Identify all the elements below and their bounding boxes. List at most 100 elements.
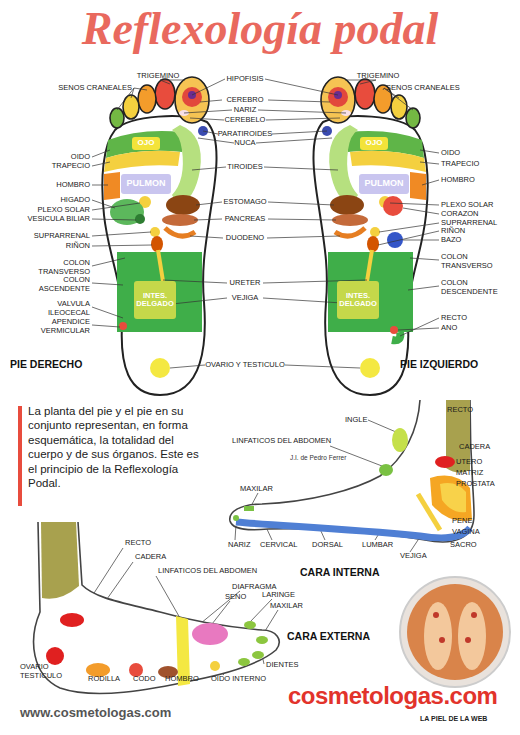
- page-title: Reflexología podal: [0, 2, 520, 55]
- leader-line: [212, 601, 230, 624]
- organ-label: VEJIGA: [190, 294, 300, 303]
- zone-box: INTES. DELGADO: [134, 281, 176, 319]
- leader-line: [92, 258, 125, 266]
- organ-label: MATRIZ: [456, 469, 483, 478]
- photo-badge: [400, 577, 510, 687]
- organ-label: OIDO: [71, 153, 90, 162]
- organ-label: RECTO: [447, 406, 473, 415]
- organ-label: SACRO: [450, 541, 477, 550]
- zone-box: OJO: [132, 137, 160, 150]
- organ-label: PENE: [452, 517, 472, 526]
- foot-outer-view: [192, 623, 228, 645]
- zone-box: OJO: [360, 137, 388, 150]
- organ-label: SENOS CRANEALES: [386, 84, 460, 93]
- leader-line: [264, 167, 338, 170]
- right-foot: [102, 77, 216, 395]
- leader-line: [40, 79, 458, 675]
- organ-label: ESTOMAGO: [190, 198, 300, 207]
- organ-label: J.I. de Pedro Ferrer: [290, 454, 346, 461]
- organ-label: CEREBRO: [190, 96, 300, 105]
- organ-label: LINFATICOS DEL ABDOMEN: [158, 567, 257, 576]
- organ-label: RIÑON: [66, 242, 90, 251]
- organ-label: OIDO: [441, 149, 460, 158]
- leader-line: [192, 167, 226, 170]
- photo-badge: [465, 637, 471, 643]
- zone-text-group: OJO: [138, 139, 155, 147]
- leader-line: [268, 202, 334, 205]
- leader-line: [92, 283, 123, 285]
- organ-label: CERVICAL: [260, 541, 297, 550]
- organ-label: RECTO: [125, 539, 151, 548]
- organ-label: LUMBAR: [362, 541, 393, 550]
- organ-label: CORAZON: [441, 210, 479, 219]
- organ-label: ANO: [441, 324, 457, 333]
- organ-label: HOMBRO: [165, 675, 199, 684]
- organ-label: CEREBELO: [190, 116, 300, 125]
- right-foot: [102, 77, 216, 395]
- organ-label: MAXILAR: [270, 602, 303, 611]
- zone-label: INTES. DELGADO: [337, 292, 379, 308]
- foot-inner-view: [418, 494, 440, 530]
- organ-label: CADERA: [135, 553, 166, 562]
- organ-label: PROSTATA: [456, 480, 495, 489]
- leader-line: [92, 219, 136, 220]
- organ-label: HIPOFISIS: [190, 75, 300, 84]
- organ-label: APENDICE VERMICULAR: [28, 318, 90, 335]
- leader-line: [196, 202, 222, 205]
- organ-label: TRIGEMINO: [323, 72, 433, 81]
- organ-label: PANCREAS: [190, 215, 300, 224]
- zone-label: OJO: [366, 139, 383, 147]
- zone-label: INTES. DELGADO: [134, 292, 176, 308]
- leader-line: [194, 219, 222, 220]
- zone-text-group: OJO: [366, 139, 383, 147]
- foot-inner-view: [435, 456, 455, 468]
- organ-label: PLEXO SOLAR: [441, 201, 494, 210]
- leader-line: [134, 88, 147, 90]
- organ-label: UTERO: [456, 458, 482, 467]
- accent-bar: [18, 406, 22, 506]
- organ-label: RECTO: [441, 314, 467, 323]
- leader-line: [267, 236, 340, 238]
- zone-label: OJO: [138, 139, 155, 147]
- leader-line: [200, 100, 222, 102]
- view-title: PIE IZQUIERDO: [400, 358, 478, 370]
- foot-outer-view: [252, 651, 264, 659]
- leader-line: [192, 79, 225, 95]
- zone-text-group: INTES. DELGADO: [337, 292, 379, 308]
- brand-logo: cosmetologas.com: [288, 682, 497, 710]
- leader-line: [184, 110, 232, 113]
- photo-badge: [471, 612, 477, 618]
- leader-line: [403, 208, 439, 214]
- organ-label: NARIZ: [190, 106, 300, 115]
- foot-outer-view: [238, 658, 250, 666]
- organ-label: PARATIROIDES: [190, 130, 300, 139]
- organ-label: SENO: [225, 593, 246, 602]
- leader-line: [92, 245, 152, 246]
- photo-badge: [407, 584, 503, 680]
- organ-label: www.cosmetologas.com: [20, 706, 171, 721]
- organ-label: DIENTES: [266, 661, 299, 670]
- leader-line: [360, 80, 376, 84]
- organ-label: HOMBRO: [56, 181, 90, 190]
- organ-label: SUPRARRENAL: [34, 232, 90, 241]
- photo-badge: [433, 612, 439, 618]
- leader-line: [403, 240, 439, 241]
- foot-outer-view: [60, 613, 84, 627]
- leader-line: [408, 286, 439, 290]
- leader-line: [92, 307, 123, 318]
- zone-text-group: PULMON: [365, 179, 404, 188]
- leader-line: [368, 420, 396, 432]
- leader-line: [190, 118, 224, 120]
- zone-box: PULMON: [359, 174, 409, 194]
- organ-label: COLON ASCENDENTE: [30, 276, 90, 293]
- organ-label: TRAPECIO: [52, 162, 90, 171]
- leader-line: [285, 365, 360, 368]
- foot-inner-view: [233, 515, 239, 521]
- foot-outer-view: [41, 522, 79, 599]
- intro-caption: La planta del pie y el pie en su conjunt…: [28, 404, 210, 491]
- leader-line: [256, 138, 332, 143]
- leader-line: [92, 162, 110, 166]
- organ-label: OVARIO TESTICULO: [20, 663, 70, 680]
- zone-box: INTES. DELGADO: [337, 281, 379, 319]
- foot-outer-view: [256, 636, 268, 644]
